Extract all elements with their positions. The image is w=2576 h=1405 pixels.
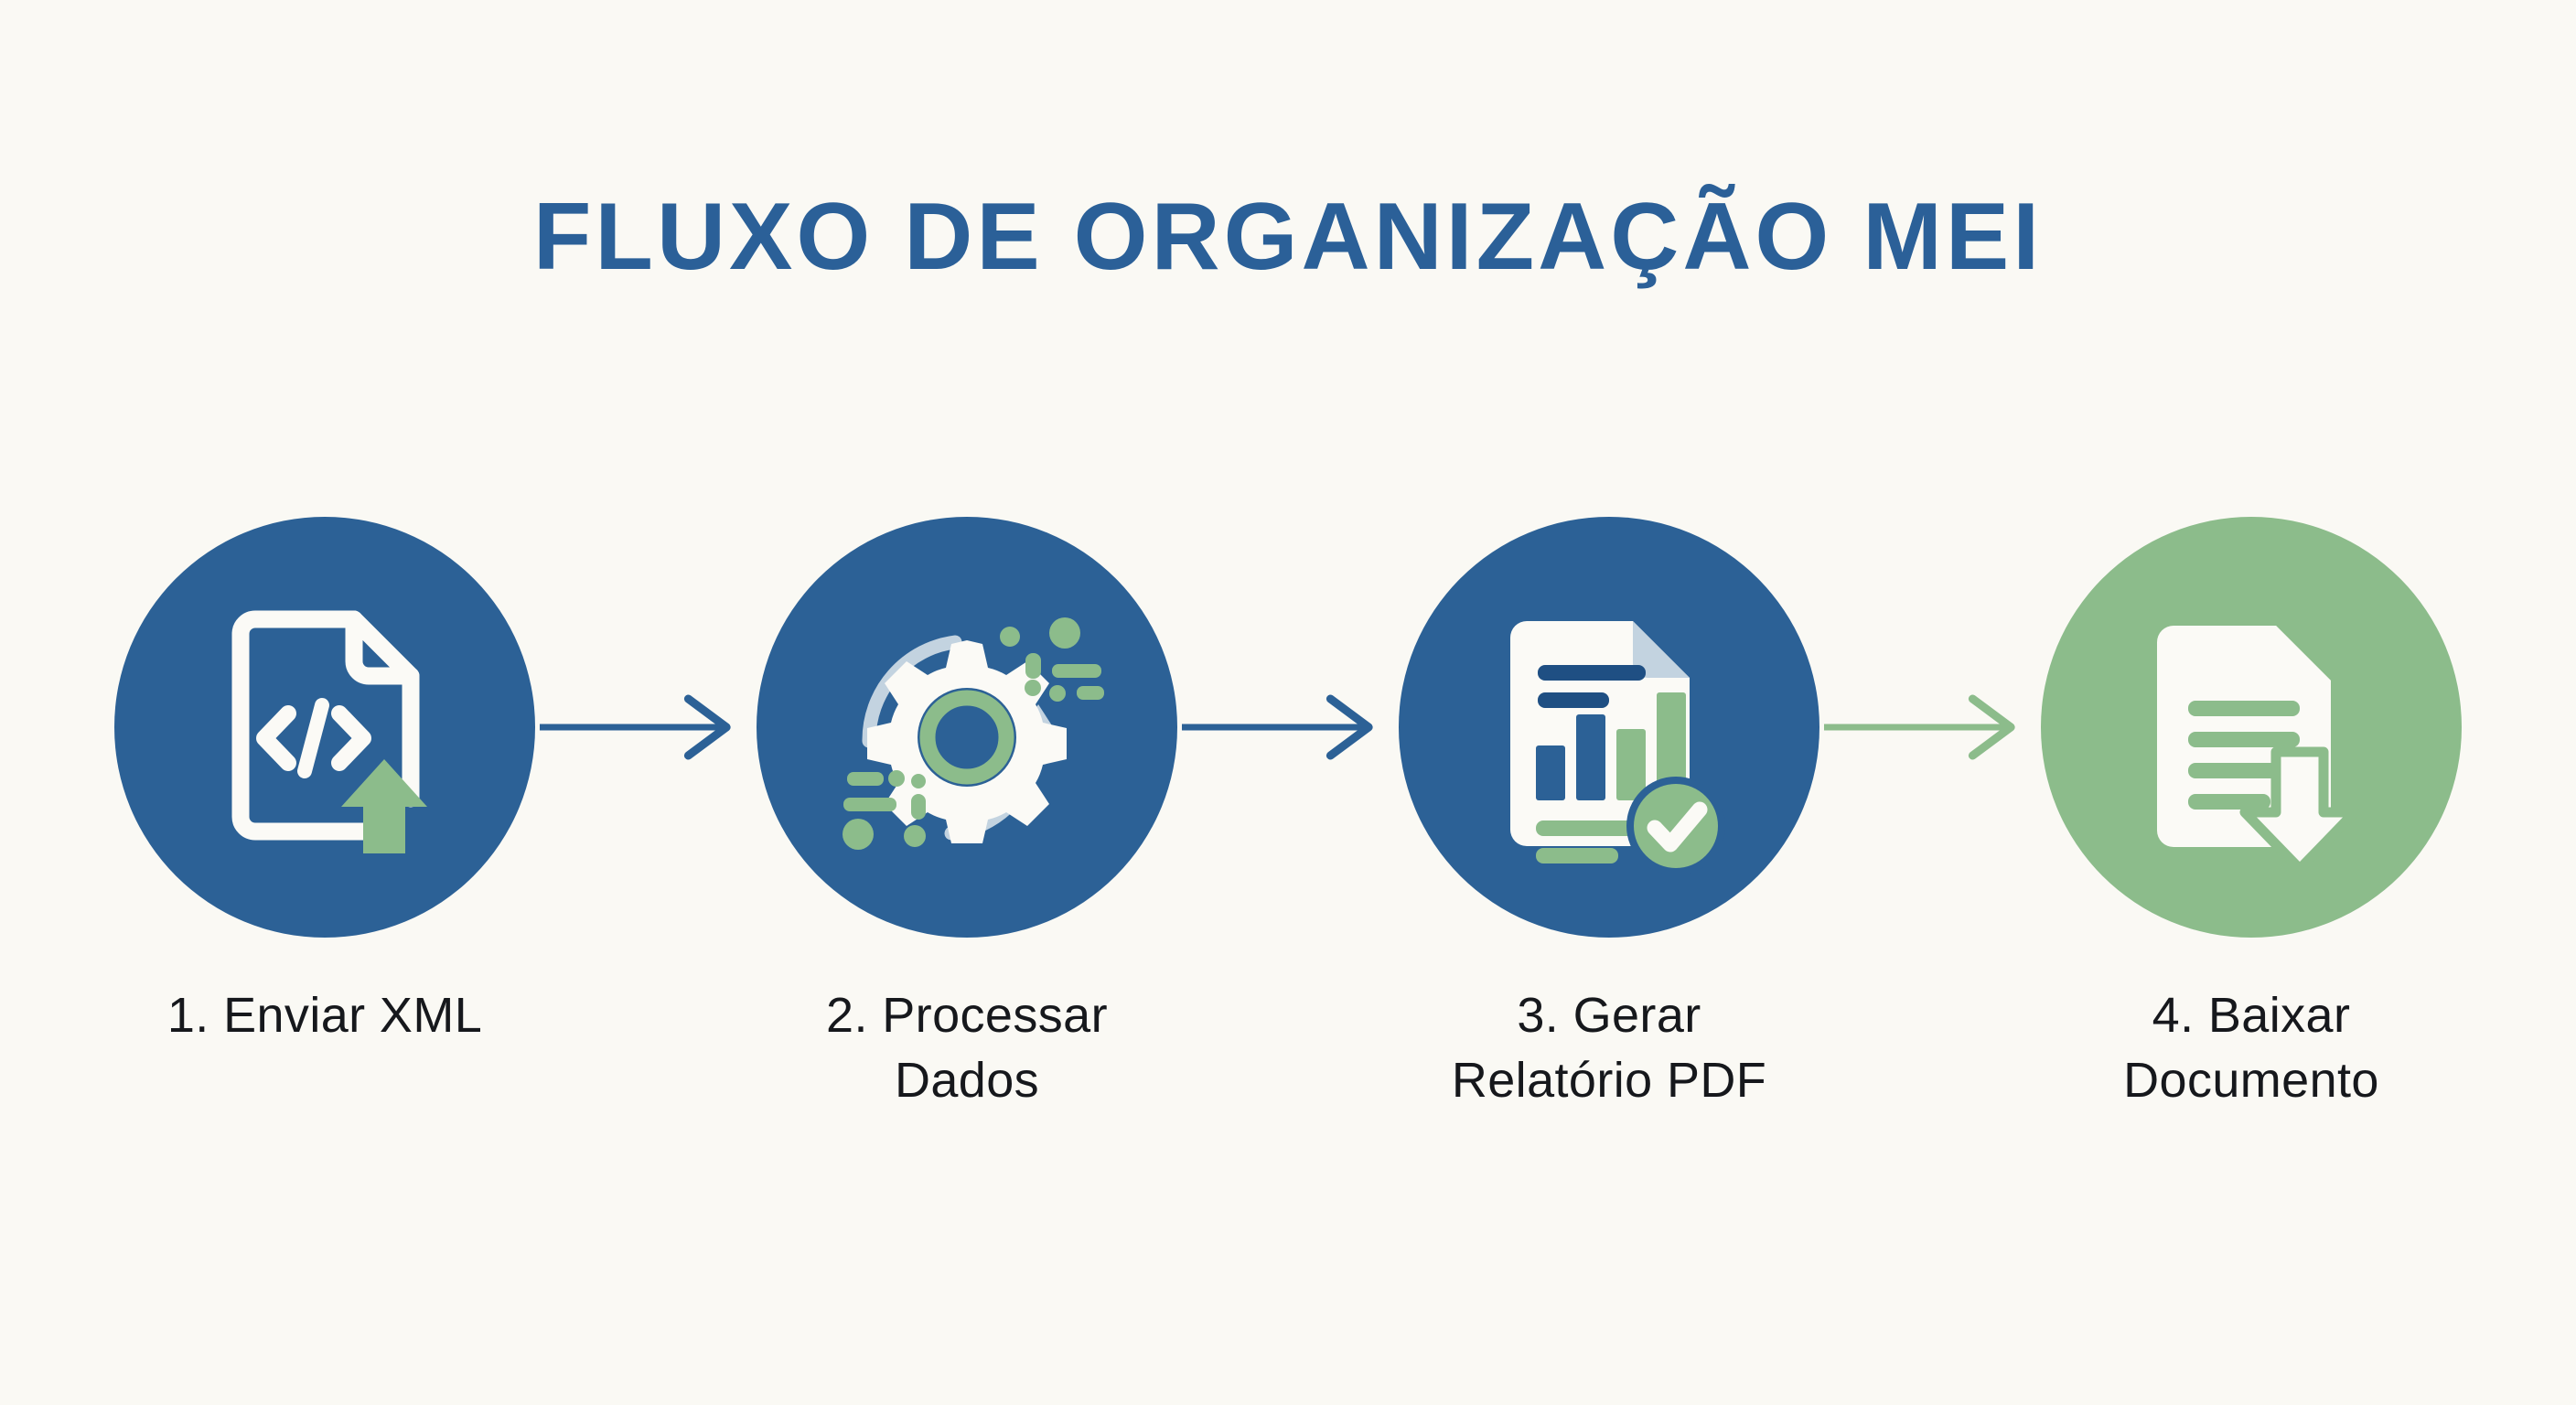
step-4-circle[interactable]: [2041, 517, 2462, 938]
report-chart-check-icon: [1510, 621, 1725, 874]
arrow-right-icon: [540, 686, 752, 768]
process-flow: [110, 508, 2466, 947]
step-3-circle[interactable]: [1399, 517, 1819, 938]
step-2-label-line2: Dados: [894, 1053, 1040, 1109]
arrow-2-to-3: [1182, 686, 1394, 768]
arrow-right-icon: [1824, 686, 2036, 768]
page-title: FLUXO DE ORGANIZAÇÃO MEI: [532, 184, 2044, 290]
step-4-label-line1: 4. Baixar: [2152, 988, 2351, 1043]
arrow-3-to-4: [1824, 686, 2036, 768]
step-2-circle[interactable]: [757, 517, 1177, 938]
step-1-label-line1: 1. Enviar XML: [166, 988, 483, 1043]
step-3-label-line2: Relatório PDF: [1451, 1053, 1767, 1109]
flow-step-2[interactable]: [752, 512, 1182, 942]
step-4-label: 4. Baixar Documento: [2036, 983, 2466, 1114]
code-file-upload-icon: [231, 610, 427, 853]
document-download-icon: [2157, 626, 2360, 869]
arrow-1-to-2: [540, 686, 752, 768]
arrow-right-icon: [1182, 686, 1394, 768]
flow-step-labels: 1. Enviar XML 2. Processar Dados 3. Gera…: [110, 983, 2466, 1194]
flow-step-4[interactable]: [2036, 512, 2466, 942]
step-3-label-line1: 3. Gerar: [1517, 988, 1701, 1043]
step-1-label: 1. Enviar XML: [110, 983, 540, 1048]
flow-step-1[interactable]: [110, 512, 540, 942]
step-2-label-line1: 2. Processar: [826, 988, 1108, 1043]
gear-processing-icon: [843, 617, 1104, 850]
step-1-circle[interactable]: [114, 517, 535, 938]
step-3-label: 3. Gerar Relatório PDF: [1394, 983, 1824, 1114]
flow-step-3[interactable]: [1394, 512, 1824, 942]
step-2-label: 2. Processar Dados: [752, 983, 1182, 1114]
step-4-label-line2: Documento: [2123, 1053, 2379, 1109]
